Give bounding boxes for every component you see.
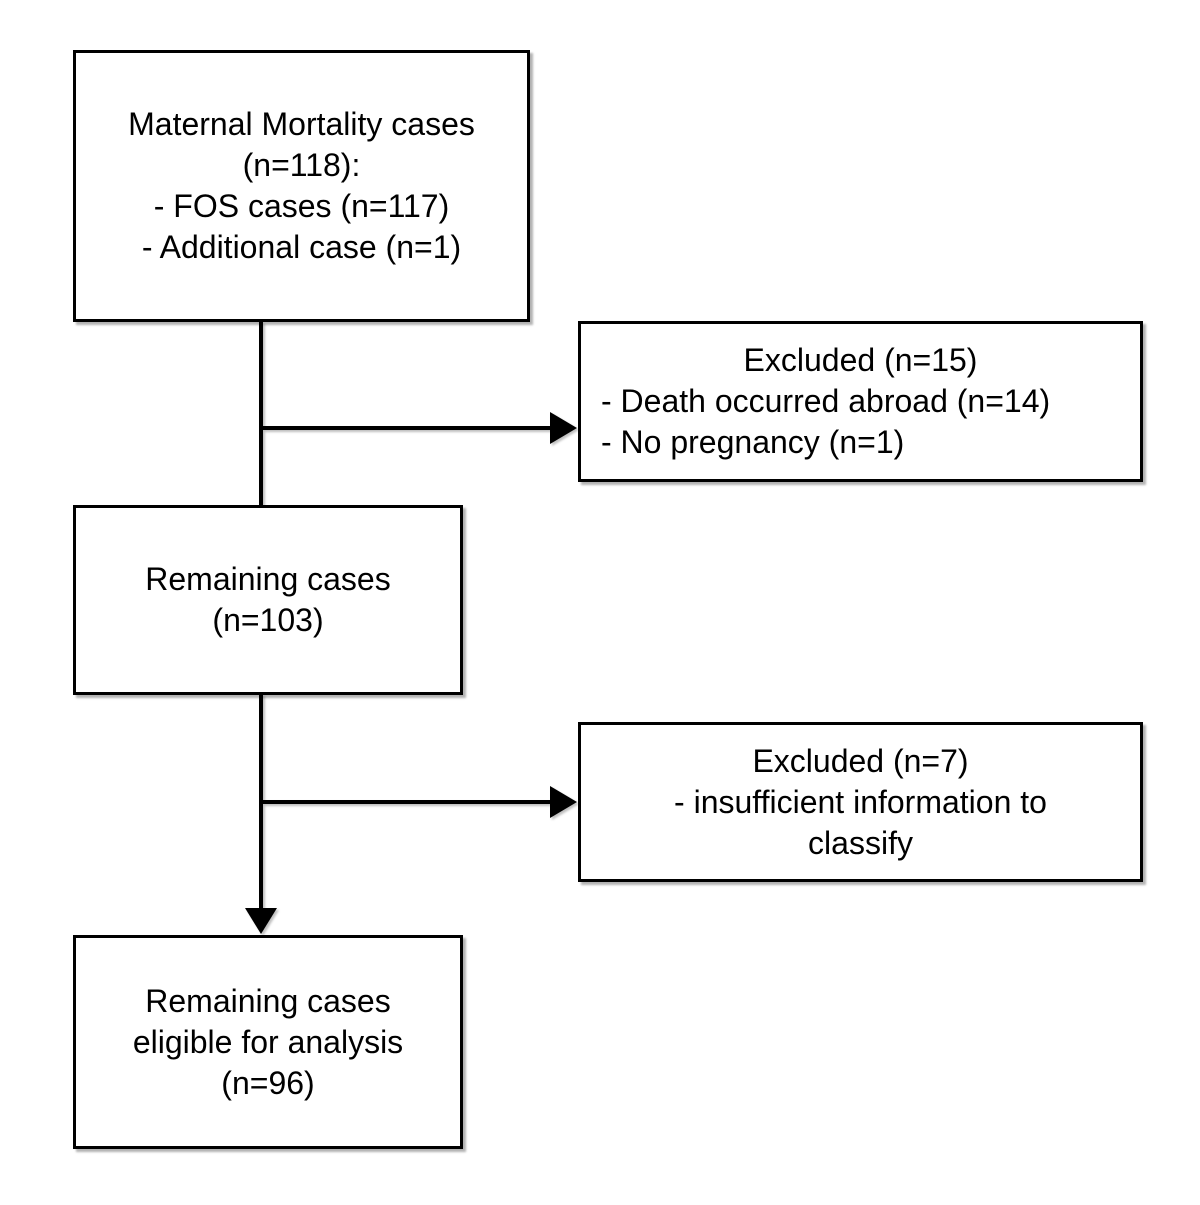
arrowhead-excluded-second bbox=[550, 786, 577, 818]
node-title: Excluded (n=15) bbox=[743, 342, 978, 378]
arrowhead-excluded-first bbox=[550, 412, 577, 444]
node-title: Maternal Mortality cases bbox=[128, 106, 475, 142]
node-bullet: - No pregnancy (n=1) bbox=[601, 424, 905, 460]
node-bullet: - FOS cases (n=117) bbox=[153, 188, 450, 224]
node-bullet-wrap: classify bbox=[808, 824, 913, 861]
node-excluded-first: Excluded (n=15) - Death occurred abroad … bbox=[578, 321, 1143, 482]
node-bullet: - insufficient information to bbox=[674, 783, 1047, 820]
node-title: Excluded (n=7) bbox=[752, 742, 969, 779]
node-bullet: - Additional case (n=1) bbox=[141, 229, 462, 265]
node-bullet: - Death occurred abroad (n=14) bbox=[601, 383, 1051, 419]
node-subtitle: eligible for analysis bbox=[132, 1023, 404, 1060]
node-count: (n=96) bbox=[221, 1064, 315, 1101]
node-remaining-eligible: Remaining cases eligible for analysis (n… bbox=[73, 935, 463, 1149]
node-title: Remaining cases bbox=[145, 561, 391, 597]
node-remaining-cases: Remaining cases (n=103) bbox=[73, 505, 463, 695]
node-count: (n=118): bbox=[242, 147, 361, 183]
node-maternal-mortality-cases: Maternal Mortality cases (n=118): - FOS … bbox=[73, 50, 530, 322]
node-excluded-second: Excluded (n=7) - insufficient informatio… bbox=[578, 722, 1143, 882]
node-count: (n=103) bbox=[212, 602, 324, 638]
node-title: Remaining cases bbox=[145, 982, 391, 1019]
arrowhead-eligible bbox=[245, 908, 277, 934]
